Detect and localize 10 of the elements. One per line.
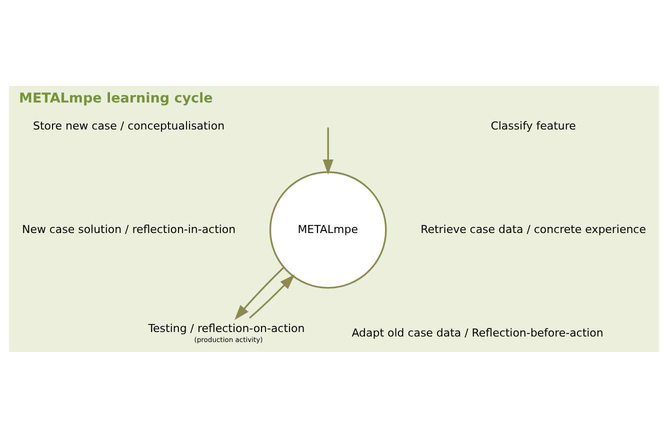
arrow: [322, 127, 334, 175]
arrow: [234, 266, 284, 320]
label: Classify feature: [490, 119, 576, 132]
diagram-title: METALmpe learning cycle: [19, 90, 213, 107]
label: New case solution / reflection-in-action: [22, 222, 236, 236]
label: Retrieve case data / concrete experience: [420, 222, 646, 236]
label: Adapt old case data / Reflection-before-action: [352, 326, 604, 340]
label: Store new case / conceptualisation: [33, 119, 225, 132]
node-text: Testing / reflection-on-action: [148, 322, 305, 336]
arrow: [249, 274, 295, 319]
